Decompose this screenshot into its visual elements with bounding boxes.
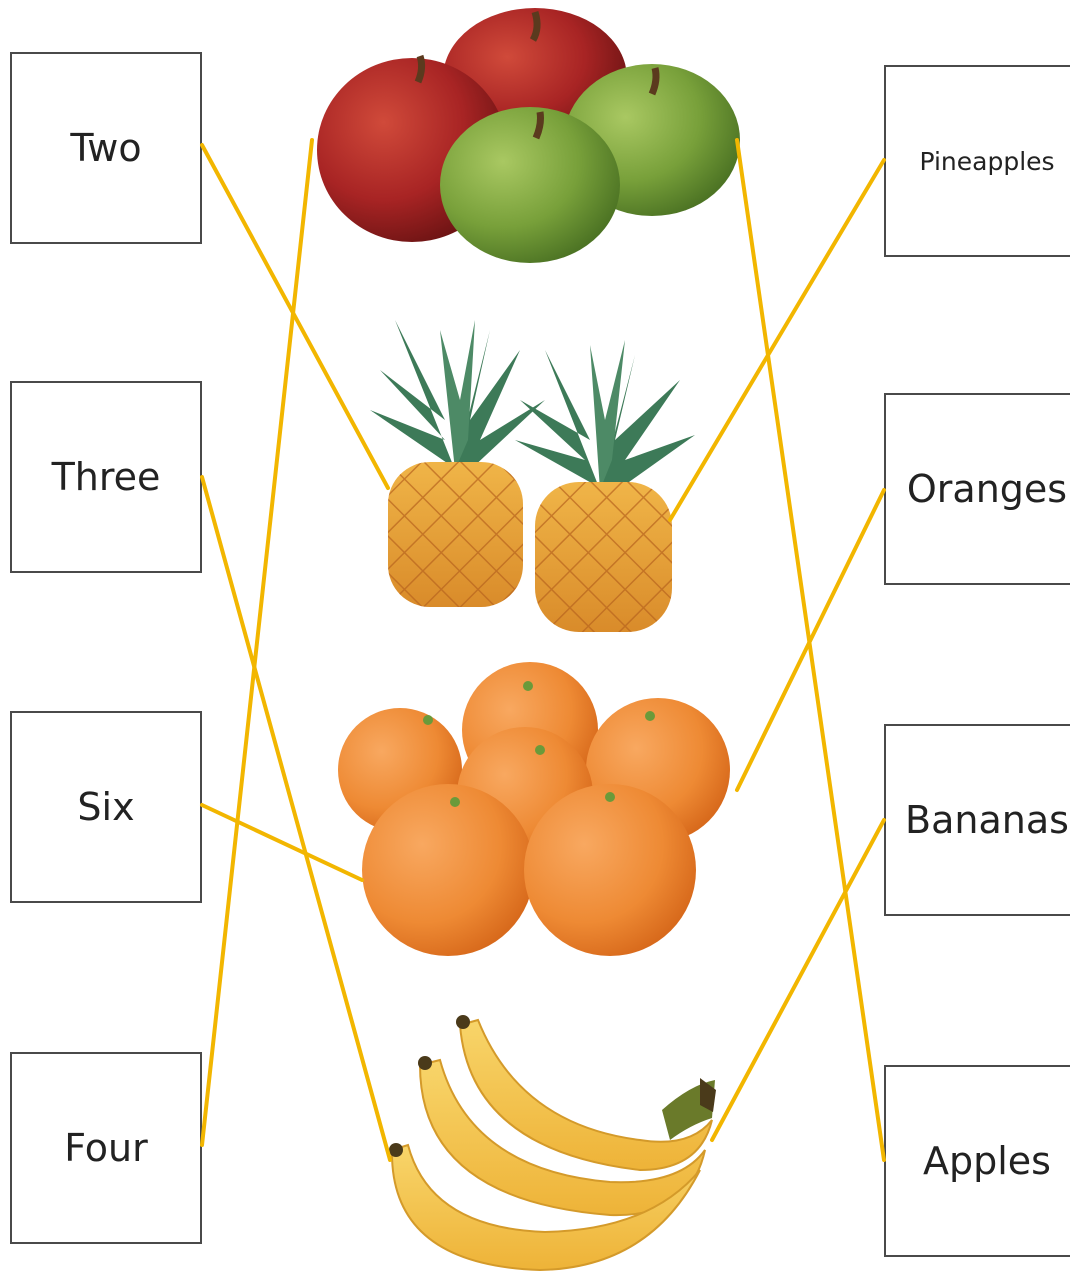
line-apples-box [737,140,884,1160]
connector-lines [202,140,884,1160]
line-four-apples [202,140,312,1145]
bananas-illustration [389,1015,716,1270]
line-six-oranges [202,805,362,880]
pineapples-illustration [370,320,695,632]
oranges-illustration [338,662,730,956]
apples-illustration [317,8,740,263]
line-pineapples-box [670,160,884,520]
